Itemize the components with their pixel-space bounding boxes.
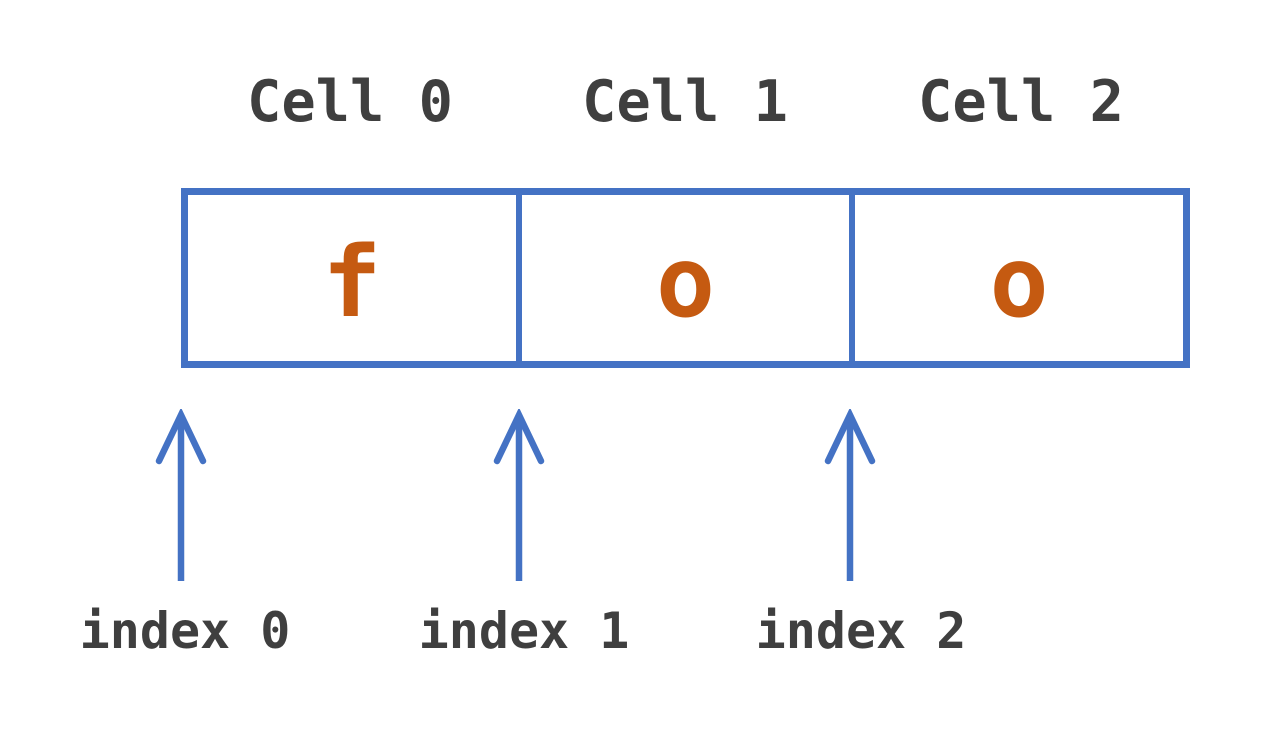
- up-arrow-icon-2: [824, 409, 876, 581]
- cell-1-letter: o: [656, 226, 716, 340]
- cell-0-letter: f: [322, 226, 382, 340]
- index-label-2: index 2: [755, 602, 967, 660]
- up-arrow-icon-0: [155, 409, 207, 581]
- cell-0: f: [188, 195, 516, 361]
- index-label-0: index 0: [79, 602, 291, 660]
- cell-label-1: Cell 1: [582, 69, 788, 135]
- cell-label-0: Cell 0: [247, 69, 453, 135]
- index-label-1: index 1: [418, 602, 630, 660]
- cell-label-2: Cell 2: [918, 69, 1124, 135]
- cell-2: o: [849, 195, 1183, 361]
- string-cells-box: f o o: [181, 188, 1190, 368]
- cell-2-letter: o: [989, 226, 1049, 340]
- up-arrow-icon-1: [493, 409, 545, 581]
- cell-1: o: [515, 195, 850, 361]
